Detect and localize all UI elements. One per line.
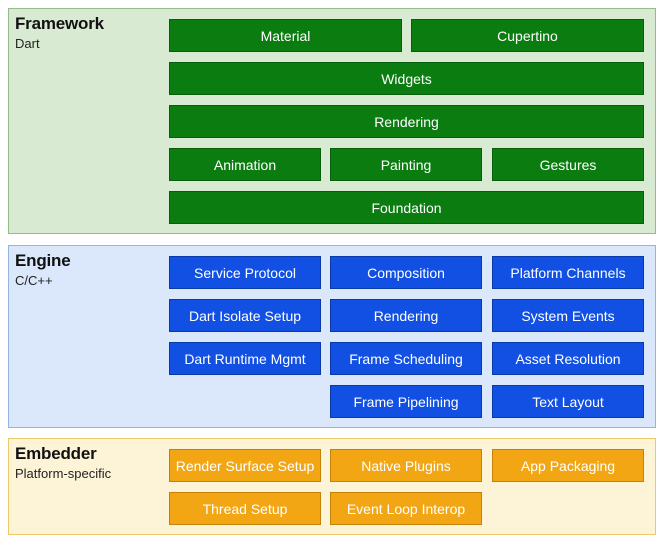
box-composition: Composition bbox=[330, 256, 482, 289]
box-dart-isolate-setup: Dart Isolate Setup bbox=[169, 299, 321, 332]
framework-subtitle: Dart bbox=[15, 36, 40, 51]
box-render-surface-setup: Render Surface Setup bbox=[169, 449, 321, 482]
box-thread-setup: Thread Setup bbox=[169, 492, 321, 525]
box-material: Material bbox=[169, 19, 402, 52]
engine-subtitle: C/C++ bbox=[15, 273, 53, 288]
embedder-title: Embedder bbox=[15, 444, 97, 463]
box-frame-pipelining: Frame Pipelining bbox=[330, 385, 482, 418]
box-text-layout: Text Layout bbox=[492, 385, 644, 418]
box-rendering-framework: Rendering bbox=[169, 105, 644, 138]
box-platform-channels: Platform Channels bbox=[492, 256, 644, 289]
box-foundation: Foundation bbox=[169, 191, 644, 224]
box-gestures: Gestures bbox=[492, 148, 644, 181]
box-widgets: Widgets bbox=[169, 62, 644, 95]
box-native-plugins: Native Plugins bbox=[330, 449, 482, 482]
box-dart-runtime-mgmt: Dart Runtime Mgmt bbox=[169, 342, 321, 375]
box-animation: Animation bbox=[169, 148, 321, 181]
embedder-subtitle: Platform-specific bbox=[15, 466, 112, 481]
framework-title: Framework bbox=[15, 14, 104, 33]
box-asset-resolution: Asset Resolution bbox=[492, 342, 644, 375]
box-event-loop-interop: Event Loop Interop bbox=[330, 492, 482, 525]
engine-title: Engine bbox=[15, 251, 71, 270]
box-app-packaging: App Packaging bbox=[492, 449, 644, 482]
box-painting: Painting bbox=[330, 148, 482, 181]
box-cupertino: Cupertino bbox=[411, 19, 644, 52]
box-service-protocol: Service Protocol bbox=[169, 256, 321, 289]
box-rendering-engine: Rendering bbox=[330, 299, 482, 332]
box-system-events: System Events bbox=[492, 299, 644, 332]
box-frame-scheduling: Frame Scheduling bbox=[330, 342, 482, 375]
